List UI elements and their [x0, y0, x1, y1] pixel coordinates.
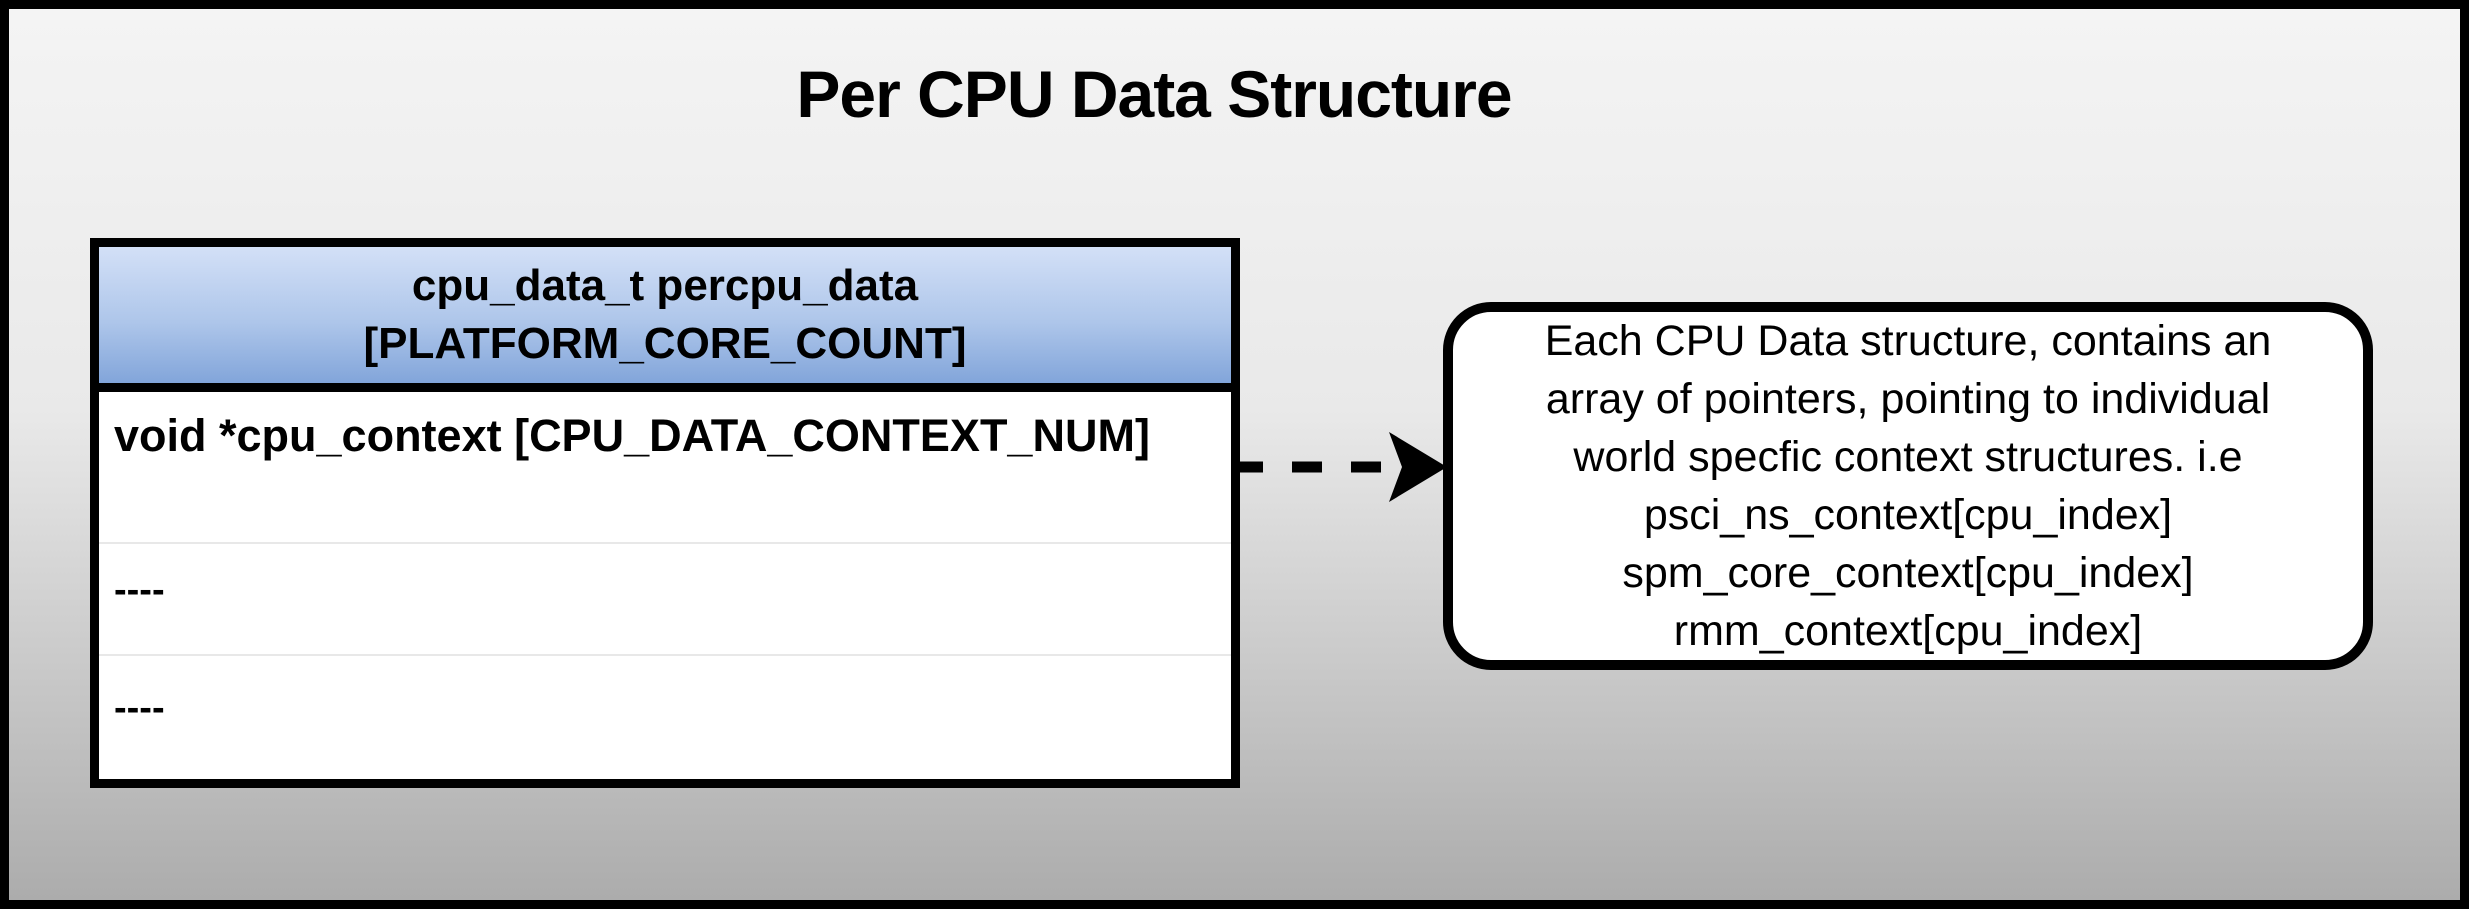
page-title: Per CPU Data Structure: [796, 57, 1512, 131]
table-cell-cpu-context: void *cpu_context [CPU_DATA_CONTEXT_NUM]: [114, 410, 1150, 461]
table-row: ----: [99, 544, 1231, 656]
note-line: rmm_context[cpu_index]: [1673, 607, 2143, 655]
table-header-line2: [PLATFORM_CORE_COUNT]: [363, 319, 967, 368]
table-header: cpu_data_t percpu_data [PLATFORM_CORE_CO…: [90, 238, 1240, 392]
table-header-line1: cpu_data_t percpu_data: [411, 261, 919, 310]
table-cell-placeholder: ----: [114, 569, 165, 611]
note-box: Each CPU Data structure, contains an arr…: [1443, 302, 2373, 670]
note-line: world specfic context structures. i.e: [1573, 433, 2243, 481]
table-cell-placeholder: ----: [114, 687, 165, 729]
note-line: array of pointers, pointing to individua…: [1545, 375, 2271, 423]
cpu-data-table: cpu_data_t percpu_data [PLATFORM_CORE_CO…: [90, 238, 1240, 788]
table-row: void *cpu_context [CPU_DATA_CONTEXT_NUM]: [99, 392, 1231, 544]
table-body: void *cpu_context [CPU_DATA_CONTEXT_NUM]…: [90, 392, 1240, 788]
dashed-arrow-icon: [1233, 432, 1447, 502]
table-row: ----: [99, 656, 1231, 779]
note-line: Each CPU Data structure, contains an: [1544, 317, 2272, 365]
note-line: psci_ns_context[cpu_index]: [1643, 491, 2173, 539]
note-line: spm_core_context[cpu_index]: [1622, 549, 2194, 597]
